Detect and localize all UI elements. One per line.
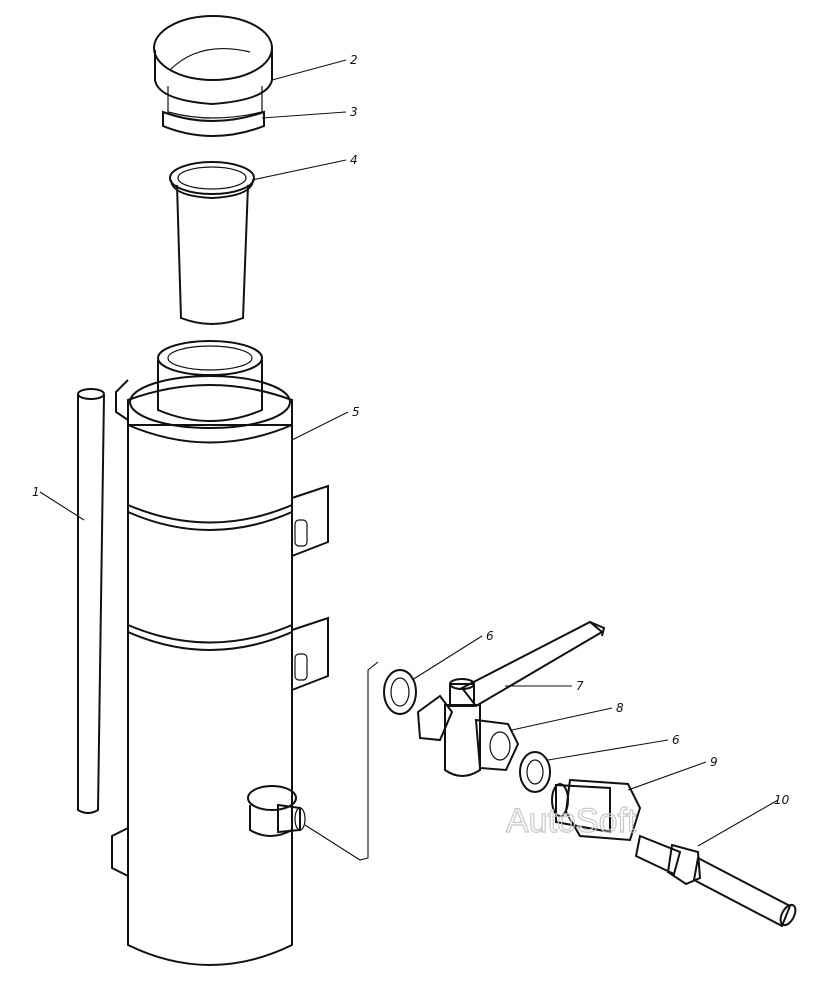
callout-2: 2 [350,53,358,67]
part-8-valve-body [416,678,520,777]
callout-4: 4 [350,153,358,167]
part-7-valve-handle [460,620,606,708]
callout-3: 3 [350,105,358,119]
part-2-cap [153,15,273,119]
part-6-washer-upper [383,669,417,715]
part-4-mesh-strainer [169,161,255,325]
callout-7: 7 [576,679,584,693]
connection-line [304,661,379,861]
watermark-text: AutoSoft [506,802,637,840]
part-10-fitting-tube [634,834,797,928]
callout-6-lower: 6 [672,733,680,747]
leader-lines [39,59,779,847]
part-3-felt-gasket [162,110,265,137]
callout-10: 10 [774,793,790,807]
part-5-filter-body [111,340,329,966]
callout-6-upper: 6 [486,629,494,643]
part-9-union-nut [551,778,642,842]
part-6-washer-lower [519,751,551,793]
callout-9: 9 [710,755,718,769]
callout-8: 8 [616,701,624,715]
callout-1: 1 [32,485,40,499]
callout-5: 5 [352,405,360,419]
part-1-rod [77,388,105,814]
